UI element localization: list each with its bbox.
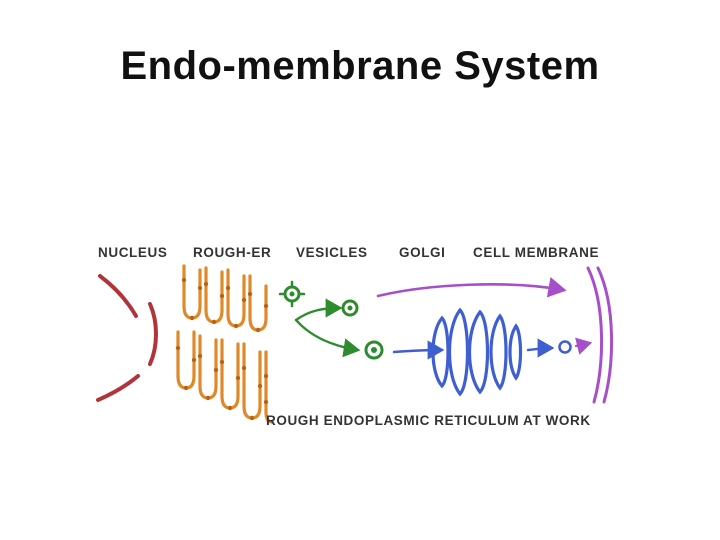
vesicle-budding [278, 280, 306, 308]
nucleus-segment [98, 274, 138, 318]
golgi-apparatus [431, 307, 523, 397]
diagram-caption: ROUGH ENDOPLASMIC RETICULUM AT WORK [266, 413, 591, 428]
label-golgi: GOLGI [399, 245, 446, 260]
endomembrane-diagram: NUCLEUS ROUGH-ER VESICLES GOLGI CELL MEM… [88, 236, 628, 436]
arrow-to-golgi [392, 340, 445, 360]
nucleus-segment [148, 302, 158, 366]
nucleus-membrane [96, 274, 158, 402]
slide-title: Endo-membrane System [120, 44, 600, 88]
vesicle [341, 299, 359, 317]
label-nucleus: NUCLEUS [98, 245, 167, 260]
secretory-vesicle [558, 340, 572, 354]
label-vesicles: VESICLES [296, 245, 368, 260]
arrow-to-secretory-vesicle [526, 338, 555, 358]
vesicle-arrows [294, 298, 361, 358]
arrow-vesicle-to-membrane [376, 277, 567, 298]
label-cell-membrane: CELL MEMBRANE [473, 245, 599, 260]
cell-membrane [586, 266, 613, 404]
nucleus-segment [96, 374, 140, 402]
ribosome-dots [175, 277, 269, 421]
vesicle [364, 340, 384, 360]
rough-er-cisternae [176, 264, 274, 424]
label-rough-er: ROUGH-ER [193, 245, 271, 260]
arrow-to-membrane [574, 337, 593, 355]
